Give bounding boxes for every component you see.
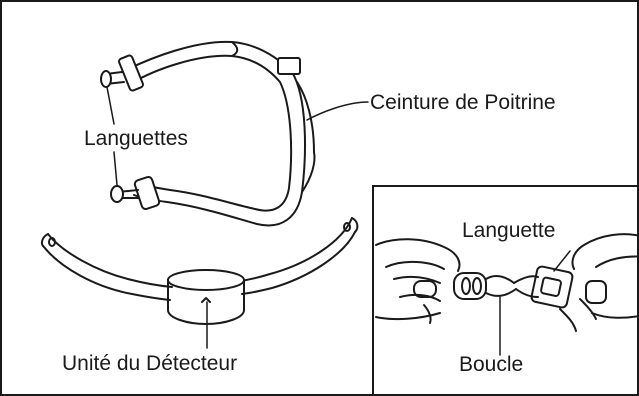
tab-label: Languette [462, 220, 555, 241]
buckle [454, 273, 516, 355]
chest-strap-label: Ceinture de Poitrine [370, 92, 556, 113]
tabs-label: Languettes [84, 128, 188, 149]
sensor-pod [168, 270, 244, 324]
buckle-label: Boucle [459, 354, 523, 375]
left-hand [376, 239, 459, 323]
sensor-unit-label: Unité du Détecteur [62, 353, 237, 374]
lower-clip [111, 176, 160, 210]
tab-connector [514, 251, 573, 308]
